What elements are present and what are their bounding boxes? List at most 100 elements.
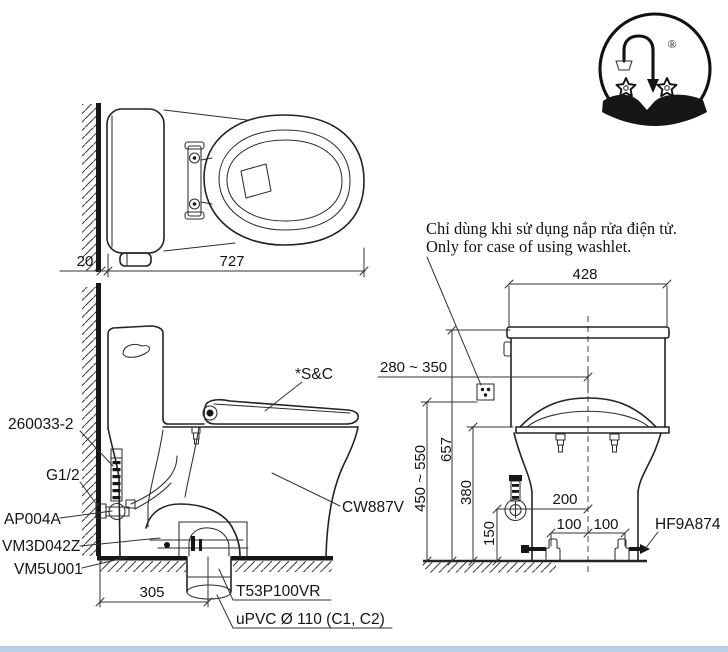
dim-outlet-offset: 280 ~ 350 [380,359,447,376]
dim-tick [662,279,672,289]
angle-valve-assembly [95,499,136,521]
floor-outlet-assembly [145,503,249,557]
seat-hinge-bracket-plan [184,141,213,220]
dim-deck-height: 380 [458,480,475,505]
dim-overall-depth: 727 [219,253,244,270]
bowl-left-edge-front [513,432,533,562]
tank-lid-front [506,326,670,339]
note-vietnamese: Chỉ dùng khi sử dụng nắp rửa điện tử. [426,219,677,238]
dim-tick [103,266,113,276]
dim-tick [492,504,502,514]
dim-deck-height-text: 380 [458,480,475,505]
faucet-gooseneck-icon [622,34,655,82]
right-star-handle-icon [656,77,678,98]
washlet-lid-dome [519,397,657,428]
seat-ring-oval [218,129,351,231]
dim-wall-gap: 20 [77,253,94,270]
leader-line [81,556,129,569]
seat-fixing-bolt-right [609,433,620,453]
dim-tick [447,556,457,566]
leader-line [644,531,659,550]
dim-drain-offset: 305 [139,584,164,601]
label-drain-pipe: uPVC Ø 110 (C1, C2) [236,611,385,628]
lid-edge-line-bottom [163,242,236,252]
seat-plate-front [515,426,670,434]
bowl-right-edge-front [637,432,662,562]
label-bowl-code: CW887V [342,499,405,516]
dim-tick [203,597,213,607]
dim-tick [468,422,478,432]
flush-button-plan [119,252,152,267]
seat-hinge-pivot-dot [206,409,214,417]
dim-tick [422,397,432,407]
label-socket: VM5U001 [14,561,83,578]
floor-line [97,556,187,561]
seat-fixing-bolt-left [555,433,566,453]
flush-lever-side [122,343,150,358]
leader-line [59,510,113,519]
dim-valve-height: 150 [481,521,498,546]
bowl-opening-oval [226,139,343,222]
floor-hatching [233,561,332,572]
trapway-inner-line [184,426,200,498]
pedestal-front-profile [107,427,121,558]
dim-tick [583,504,593,514]
leader-line [79,537,161,547]
pedestal-inner-line [147,429,164,528]
leader-line [216,594,393,629]
top-view: 20 727 [59,103,369,278]
dim-outlet-height: 450 ~ 550 [412,445,429,512]
hinge-screw-icon [188,152,201,164]
sink-basin-shape [602,94,707,126]
power-outlet-symbol [476,383,495,401]
dim-tank-width: 428 [572,266,597,283]
dim-total-height: 657 [438,437,455,462]
bowl-rear-profile [325,426,359,558]
leader-line [79,481,99,507]
bidet-nozzle-fitting [191,426,201,445]
side-view: 260033-2 G1/2 AP004A VM3D042Z VM5U001 *S… [2,283,405,629]
floor-hatching [100,561,186,572]
leader-line [218,568,332,601]
flange-bolt-dot [164,542,170,548]
water-surface-mark [240,163,272,199]
dim-valve-offset: 200 [552,491,577,508]
leader-line [79,430,114,467]
faucet-drop-arrow-icon [647,79,659,93]
label-angle-valve: AP004A [4,511,62,528]
dim-valve-height-text: 150 [481,521,498,546]
label-outlet-joint: T53P100VR [236,583,320,600]
washlet-seat-side [203,398,359,425]
dim-tick [468,556,478,566]
washlet-supply-tube [130,455,178,505]
lid-edge-line-top [163,109,248,121]
faucet-spout-head [615,60,633,71]
floor-line [231,556,333,561]
tank-plan-outline [106,108,165,254]
dim-tick [95,597,105,607]
label-fitting: VM3D042Z [2,538,80,555]
bottom-page-strip [0,646,728,652]
label-seat-code: *S&C [295,366,333,383]
dim-tick [422,556,432,566]
supply-hose-assembly [110,448,123,502]
stop-valve-front [504,475,527,522]
washlet-lid-dome-inner [526,410,650,428]
t-bolt-right [629,544,650,554]
floor-hatching [425,562,556,573]
dim-tick [620,528,630,538]
deck-line [162,418,205,425]
bolt-cap-right [614,538,630,562]
wall-hatching [82,287,96,556]
drain-pipe [186,556,232,600]
tank-side-outline [107,325,164,429]
note-leader-line [426,256,482,386]
dim-tick [447,325,457,335]
front-view: Chỉ dùng khi sử dụng nắp rửa điện tử. On… [377,219,721,573]
seat-hinge-pivot [202,405,218,421]
leader-line [264,381,303,412]
washlet-supply-tube-2 [134,482,172,510]
dim-tick [504,279,514,289]
seat-lid-outer-oval [203,114,365,246]
